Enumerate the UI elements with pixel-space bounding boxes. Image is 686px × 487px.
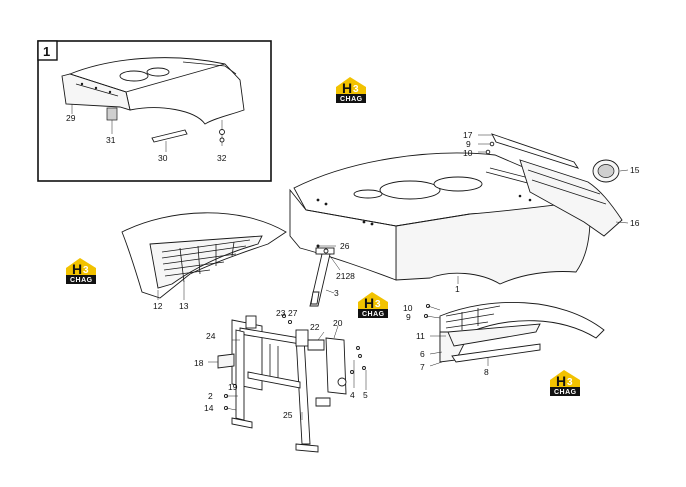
callout-19: 19 xyxy=(228,382,238,392)
svg-text:3: 3 xyxy=(567,377,573,388)
callout-3: 3 xyxy=(334,288,339,298)
callout-29: 29 xyxy=(66,113,76,123)
watermark-logo-3: H 3 CHAG xyxy=(358,292,388,318)
inset-hood xyxy=(61,57,245,152)
callout-32: 32 xyxy=(217,153,227,163)
callout-22: 22 xyxy=(310,322,320,332)
callout-10-top: 10 xyxy=(463,148,473,158)
callout-23: 23 xyxy=(276,308,286,318)
fender-grille xyxy=(445,305,501,330)
callout-20: 20 xyxy=(333,318,343,328)
callout-9-top: 9 xyxy=(466,139,471,149)
svg-text:3: 3 xyxy=(353,84,359,95)
svg-text:H: H xyxy=(364,295,374,311)
callout-14: 14 xyxy=(204,403,214,413)
callout-24: 24 xyxy=(206,331,216,341)
callout-16: 16 xyxy=(630,218,640,228)
callout-17: 17 xyxy=(463,130,473,140)
support-rod-3 xyxy=(309,244,341,307)
callout-11: 11 xyxy=(416,331,425,341)
callout-6: 6 xyxy=(420,349,425,359)
svg-text:H: H xyxy=(72,261,82,277)
svg-text:CHAG: CHAG xyxy=(554,389,577,396)
callout-4: 4 xyxy=(350,390,355,400)
callout-18: 18 xyxy=(194,358,204,368)
callout-25: 25 xyxy=(283,410,293,420)
svg-text:CHAG: CHAG xyxy=(70,277,93,284)
callout-31: 31 xyxy=(106,135,116,145)
svg-text:3: 3 xyxy=(83,265,89,276)
callout-15: 15 xyxy=(630,165,640,175)
callout-9-right: 9 xyxy=(406,312,411,322)
svg-text:H: H xyxy=(342,80,352,96)
callout-7: 7 xyxy=(420,362,425,372)
frame-stand xyxy=(208,313,367,453)
callout-10-right: 10 xyxy=(403,303,413,313)
callout-8: 8 xyxy=(484,367,489,377)
inset-number: 1 xyxy=(43,44,50,59)
callout-27: 27 xyxy=(288,308,298,318)
svg-text:CHAG: CHAG xyxy=(362,311,385,318)
svg-text:3: 3 xyxy=(375,299,381,310)
callout-1: 1 xyxy=(455,284,460,294)
side-panel-16 xyxy=(478,133,629,237)
right-fender-8 xyxy=(423,301,605,367)
watermark-logo-4: H 3 CHAG xyxy=(550,370,580,396)
inset-detail-1: 1 29 31 30 32 xyxy=(37,40,272,182)
callout-26: 26 xyxy=(340,241,350,251)
svg-text:H: H xyxy=(556,373,566,389)
main-hood xyxy=(289,152,591,285)
callout-12: 12 xyxy=(153,301,163,311)
callout-30: 30 xyxy=(158,153,168,163)
callout-21-28: 2128 xyxy=(336,271,355,281)
callout-5: 5 xyxy=(363,390,368,400)
svg-text:CHAG: CHAG xyxy=(340,96,363,103)
grille-slats xyxy=(161,239,251,283)
callout-13: 13 xyxy=(179,301,189,311)
left-fender-12-13 xyxy=(121,212,287,300)
callout-2: 2 xyxy=(208,391,213,401)
watermark-logo-1: H 3 CHAG xyxy=(336,77,366,103)
watermark-logo-2: H 3 CHAG xyxy=(66,258,96,284)
